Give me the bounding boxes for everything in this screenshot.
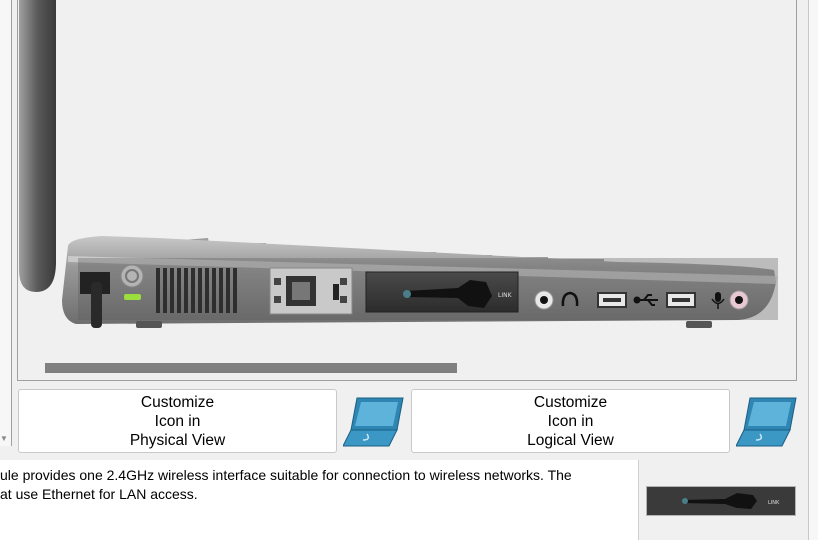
laptop-icon[interactable] bbox=[343, 396, 405, 448]
module-thumbnail: LINK bbox=[646, 486, 796, 516]
link-label: LINK bbox=[498, 292, 513, 299]
scrollbar-thumb[interactable] bbox=[45, 363, 457, 373]
svg-text:LINK: LINK bbox=[768, 500, 780, 506]
headphone-icon bbox=[561, 291, 579, 307]
cooling-vents bbox=[156, 268, 237, 313]
laptop-icon[interactable] bbox=[736, 396, 798, 448]
foot bbox=[136, 321, 162, 328]
scroll-down-arrow-icon[interactable]: ▼ bbox=[0, 434, 8, 443]
module-description: ule provides one 2.4GHz wireless interfa… bbox=[0, 460, 639, 540]
customize-physical-icon-button[interactable]: Customize Icon in Physical View bbox=[18, 389, 337, 453]
physical-device-view: LINK bbox=[17, 0, 797, 381]
horizontal-scrollbar[interactable] bbox=[19, 355, 795, 379]
power-button[interactable] bbox=[120, 264, 144, 288]
usb-icon bbox=[633, 294, 658, 306]
customize-logical-icon-button[interactable]: Customize Icon in Logical View bbox=[411, 389, 730, 453]
left-panel-edge bbox=[0, 0, 12, 446]
foot bbox=[686, 321, 712, 328]
right-scrollbar[interactable] bbox=[808, 0, 818, 540]
microphone-icon bbox=[711, 292, 725, 309]
power-cable bbox=[91, 282, 102, 328]
power-led bbox=[124, 294, 141, 300]
laptop-lid bbox=[19, 0, 56, 292]
laptop-side-illustration: LINK bbox=[19, 0, 778, 328]
